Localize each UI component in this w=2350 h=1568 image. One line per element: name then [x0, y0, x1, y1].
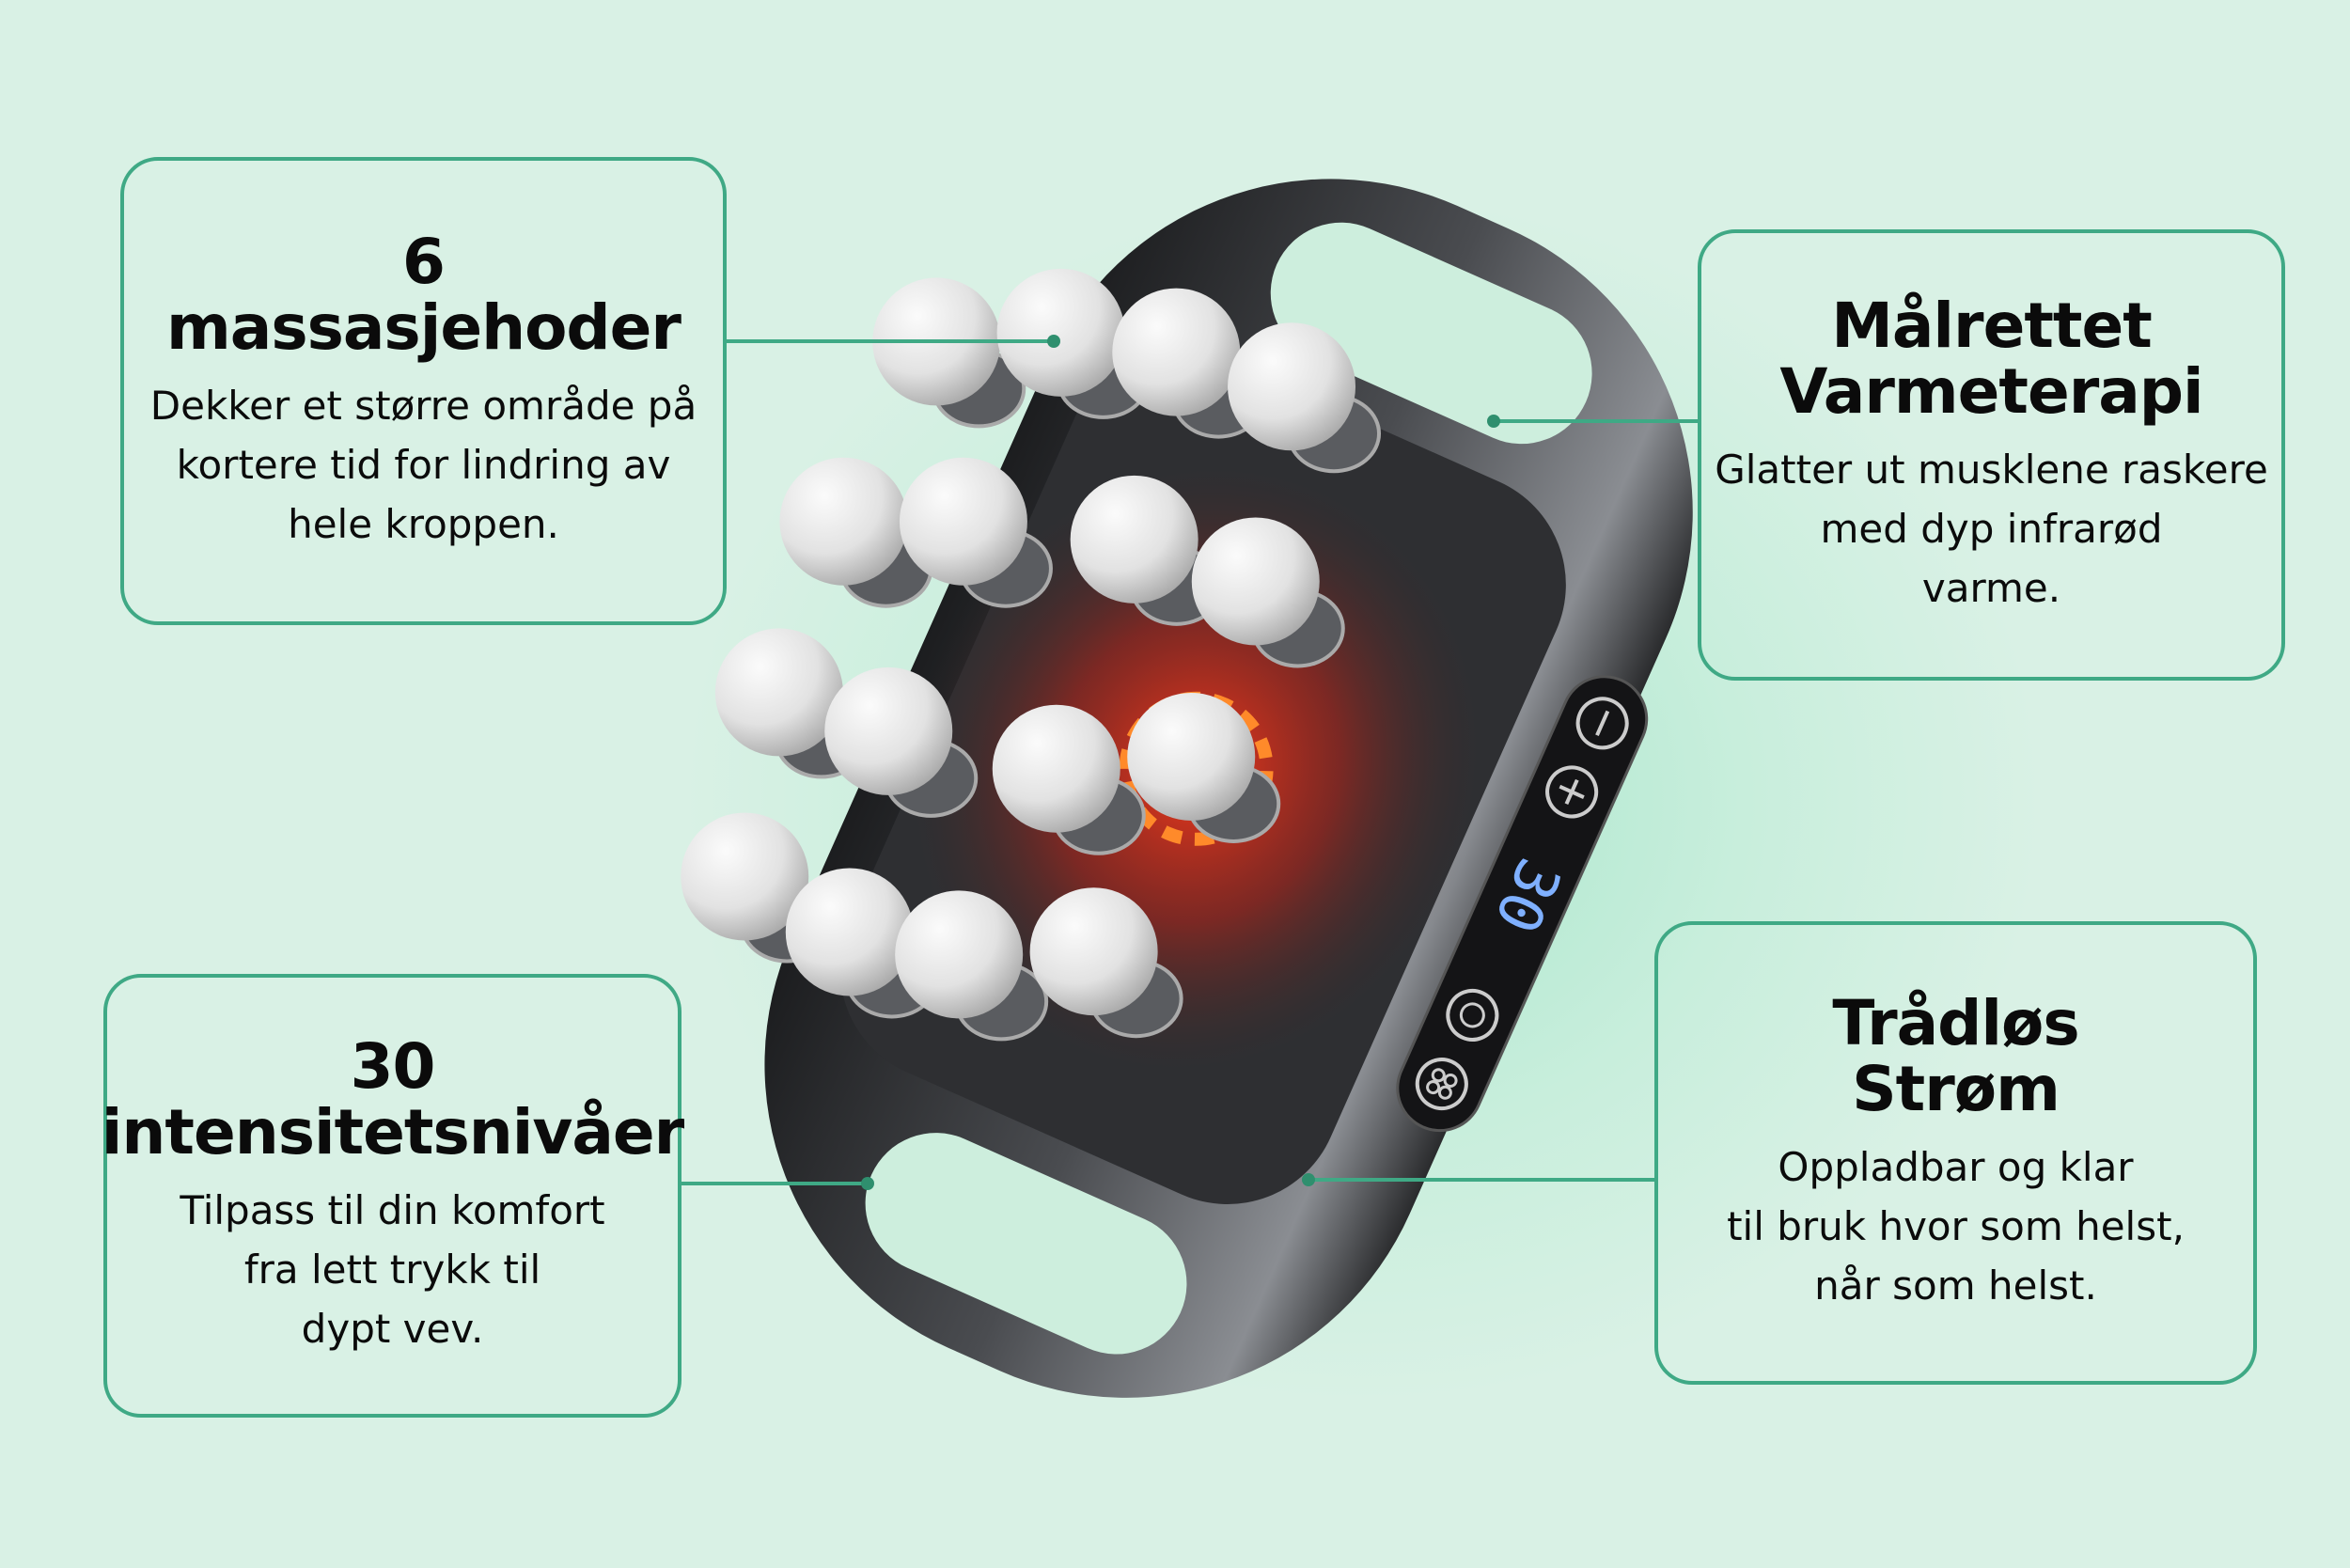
connector-line-wireless [1308, 1178, 1654, 1182]
connector-dot [861, 1177, 874, 1190]
massage-ball [1228, 322, 1356, 451]
connector-line-heads [727, 339, 1056, 343]
massage-heads [681, 268, 1382, 1042]
massage-ball [1112, 288, 1241, 416]
connector-dot [1047, 335, 1060, 348]
minus-button-icon [1575, 697, 1629, 750]
connector-line-intensity [682, 1182, 868, 1185]
massage-ball [1029, 887, 1158, 1016]
massage-ball [899, 457, 1027, 586]
plus-button-icon [1545, 765, 1599, 819]
massage-ball [779, 457, 908, 586]
massage-ball [1070, 475, 1198, 604]
massage-ball [992, 704, 1120, 833]
massage-ball [1191, 517, 1320, 646]
power-button-icon [1446, 988, 1499, 1042]
connector-dot [1302, 1173, 1315, 1186]
massage-ball [895, 890, 1024, 1019]
mode-button-icon [1415, 1058, 1468, 1111]
massage-ball [1127, 692, 1256, 821]
connector-line-heat [1494, 419, 1698, 423]
massage-ball [714, 628, 843, 757]
connector-dot [1487, 415, 1500, 428]
top-handle-hole [1270, 222, 1592, 445]
massage-ball [824, 666, 953, 795]
bottom-handle-hole [865, 1133, 1187, 1355]
massage-ball [996, 268, 1125, 397]
massage-ball [681, 812, 809, 941]
massage-ball [785, 868, 914, 996]
